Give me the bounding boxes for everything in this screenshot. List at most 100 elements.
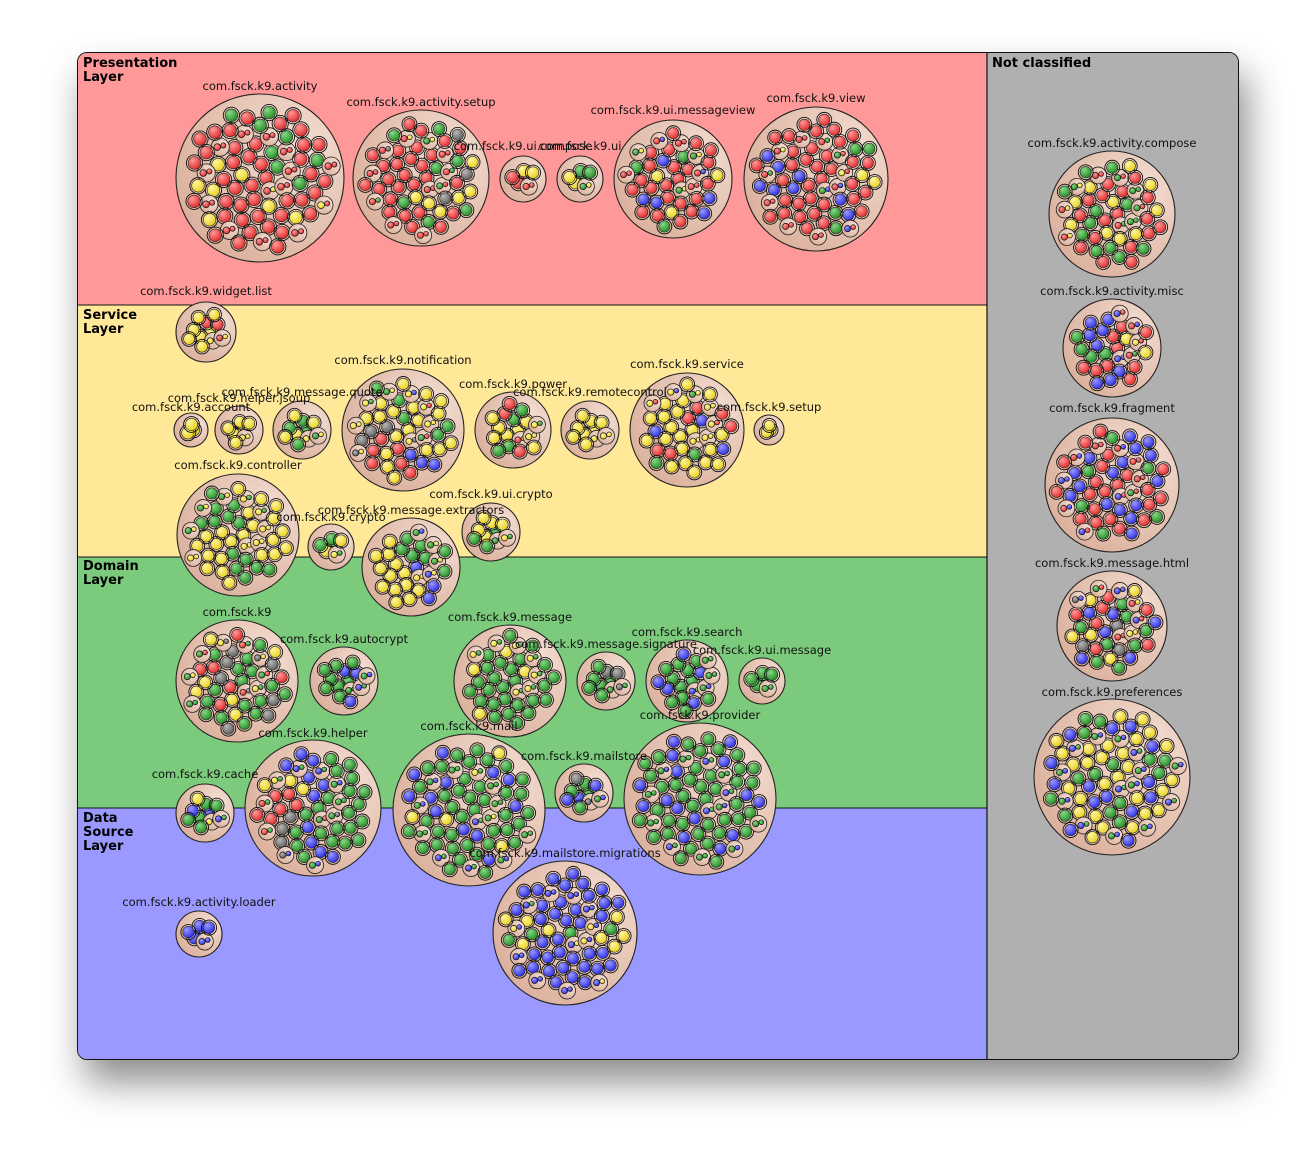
class-dot[interactable]	[1084, 829, 1101, 846]
class-dot[interactable]	[724, 827, 741, 843]
class-dot[interactable]	[208, 797, 225, 814]
class-dot[interactable]	[501, 396, 518, 412]
class-dot[interactable]	[587, 777, 604, 794]
class-dot[interactable]	[663, 419, 680, 436]
class-dot[interactable]	[624, 181, 641, 198]
subpackage-bubble[interactable]	[1089, 579, 1108, 598]
package-com-fsck-k9-autocrypt[interactable]	[309, 646, 379, 716]
class-dot[interactable]	[1144, 738, 1161, 755]
class-dot[interactable]	[1141, 774, 1158, 790]
class-dot[interactable]	[269, 238, 287, 256]
class-dot[interactable]	[185, 192, 203, 210]
subpackage-bubble[interactable]	[1124, 212, 1142, 231]
subpackage-bubble[interactable]	[749, 814, 768, 833]
class-dot[interactable]	[664, 747, 681, 764]
class-dot[interactable]	[700, 731, 717, 748]
class-dot[interactable]	[443, 826, 460, 843]
subpackage-bubble[interactable]	[577, 932, 596, 950]
subpackage-bubble[interactable]	[417, 398, 436, 416]
class-dot[interactable]	[686, 446, 703, 463]
class-dot[interactable]	[356, 784, 373, 801]
class-dot[interactable]	[364, 147, 381, 164]
class-dot[interactable]	[185, 154, 204, 172]
package-com-fsck-k9-search[interactable]	[645, 639, 729, 723]
subpackage-bubble[interactable]	[236, 636, 254, 654]
class-dot[interactable]	[507, 834, 523, 851]
subpackage-bubble[interactable]	[313, 810, 331, 829]
class-dot[interactable]	[400, 823, 417, 840]
class-dot[interactable]	[551, 944, 568, 961]
class-dot[interactable]	[227, 434, 244, 451]
class-dot[interactable]	[503, 661, 519, 678]
class-dot[interactable]	[1079, 754, 1096, 771]
class-dot[interactable]	[847, 141, 864, 157]
class-dot[interactable]	[180, 812, 197, 828]
subpackage-bubble[interactable]	[288, 223, 308, 243]
class-dot[interactable]	[1077, 711, 1094, 727]
class-dot[interactable]	[500, 771, 517, 788]
class-dot[interactable]	[1140, 460, 1157, 477]
class-dot[interactable]	[1095, 254, 1112, 270]
class-dot[interactable]	[672, 213, 689, 230]
class-dot[interactable]	[514, 771, 531, 788]
class-dot[interactable]	[324, 833, 341, 850]
subpackage-bubble[interactable]	[1055, 200, 1074, 219]
class-dot[interactable]	[549, 931, 566, 948]
subpackage-bubble[interactable]	[558, 981, 576, 1000]
class-dot[interactable]	[421, 195, 437, 212]
class-dot[interactable]	[497, 807, 514, 823]
class-dot[interactable]	[241, 223, 259, 242]
class-dot[interactable]	[390, 142, 407, 159]
class-dot[interactable]	[222, 106, 240, 124]
class-dot[interactable]	[1139, 636, 1156, 653]
class-dot[interactable]	[1080, 463, 1097, 480]
class-dot[interactable]	[245, 190, 263, 209]
class-dot[interactable]	[602, 957, 619, 974]
class-dot[interactable]	[439, 418, 456, 435]
class-dot[interactable]	[710, 456, 726, 473]
class-dot[interactable]	[498, 758, 515, 775]
class-dot[interactable]	[413, 122, 430, 139]
class-dot[interactable]	[669, 800, 686, 817]
subpackage-bubble[interactable]	[1069, 590, 1087, 609]
class-dot[interactable]	[1105, 328, 1121, 345]
subpackage-bubble[interactable]	[590, 973, 609, 992]
class-dot[interactable]	[287, 824, 304, 841]
class-dot[interactable]	[256, 777, 273, 794]
class-dot[interactable]	[479, 538, 495, 555]
class-dot[interactable]	[532, 911, 549, 927]
class-dot[interactable]	[709, 167, 726, 184]
class-dot[interactable]	[1122, 718, 1139, 735]
package-com-fsck-k9-ui[interactable]	[556, 155, 604, 203]
class-dot[interactable]	[466, 661, 482, 678]
class-dot[interactable]	[1073, 498, 1090, 514]
class-dot[interactable]	[272, 206, 291, 224]
class-dot[interactable]	[723, 418, 740, 435]
class-dot[interactable]	[1149, 202, 1165, 219]
package-com-fsck-k9-ui-messageview[interactable]	[613, 119, 733, 239]
subpackage-bubble[interactable]	[1055, 792, 1074, 811]
class-dot[interactable]	[1065, 756, 1082, 773]
class-dot[interactable]	[266, 546, 283, 563]
package-com-fsck-k9-ui-message[interactable]	[738, 657, 786, 705]
class-dot[interactable]	[1087, 766, 1104, 782]
class-dot[interactable]	[1134, 711, 1151, 728]
package-com-fsck-k9-helper-jsoup[interactable]	[214, 405, 264, 455]
class-dot[interactable]	[1098, 496, 1115, 513]
class-dot[interactable]	[1070, 770, 1087, 787]
class-dot[interactable]	[581, 945, 598, 962]
class-dot[interactable]	[200, 919, 218, 936]
class-dot[interactable]	[1092, 423, 1109, 440]
class-dot[interactable]	[230, 234, 248, 252]
class-dot[interactable]	[634, 204, 651, 221]
class-dot[interactable]	[332, 532, 350, 549]
class-dot[interactable]	[690, 826, 707, 842]
class-dot[interactable]	[388, 594, 405, 611]
class-dot[interactable]	[395, 194, 412, 211]
subpackage-bubble[interactable]	[214, 633, 233, 652]
class-dot[interactable]	[1147, 614, 1164, 631]
class-dot[interactable]	[783, 157, 800, 173]
class-dot[interactable]	[534, 934, 551, 951]
subpackage-bubble[interactable]	[509, 947, 528, 966]
class-dot[interactable]	[381, 533, 398, 550]
